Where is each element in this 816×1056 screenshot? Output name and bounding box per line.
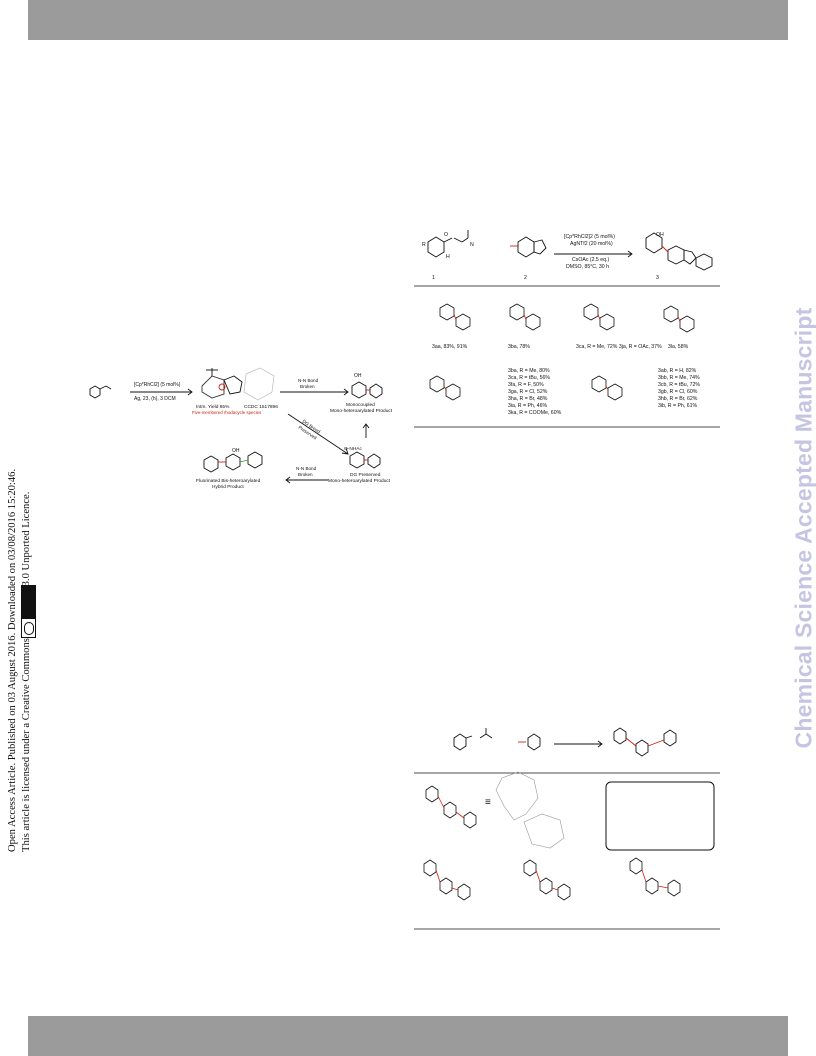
watermark-text: Chemical Science Accepted Manuscript — [790, 307, 816, 749]
oh-label-top: OH — [354, 373, 362, 379]
margin-note-line-1: Open Access Article. Published on 03 Aug… — [7, 468, 18, 852]
condition-catalyst: [Cp*RhCl2]2 (5 mol%) — [564, 234, 615, 240]
product-3-structure — [645, 232, 663, 254]
atom-label-oh: OH — [656, 232, 664, 238]
compound-number-3: 3 — [656, 275, 659, 281]
compound-number-2: 2 — [524, 275, 527, 281]
product-label-col4-4: 3gb, R = Cl, 60% — [658, 389, 698, 395]
reagents-top-text: [Cp*RhCl2] (5 mol%) — [134, 382, 181, 388]
crystal-structure-image — [243, 367, 275, 401]
product-label-3ba: 3ba, 78% — [508, 344, 530, 350]
bis-example-3 — [629, 857, 643, 875]
condition-base: CsOAc (2.5 eq.) — [572, 257, 609, 263]
bottom-footer-bar — [28, 1016, 788, 1056]
substrate-1-structure — [427, 236, 445, 258]
product-label-col4-2: 3bb, R = Me, 74% — [658, 375, 700, 381]
arrow-top-label-1: N-N Bond — [298, 378, 319, 383]
product-label-col2-1: 3ba, R = Me, 80% — [508, 368, 550, 374]
bis-example-structure — [425, 785, 439, 803]
monocoupled-product-structure — [351, 381, 367, 399]
product-label-3ca: 3ca, R = Me, 72% 3ja, R = OAc, 37% — [576, 344, 662, 350]
product-left-label-2: Hybrid Product — [212, 484, 244, 490]
condition-additive: AgNTf2 (20 mol%) — [570, 241, 613, 247]
accepted-manuscript-watermark: Chemical Science Accepted Manuscript — [790, 236, 816, 820]
atom-label-h: H — [446, 254, 450, 260]
substrate-2-structure — [517, 236, 535, 258]
product-top-label-2: Mono-heteroarylated Product — [330, 408, 393, 414]
product-label-col2-5: 3ha, R = Br, 48% — [508, 396, 548, 402]
product-label-col2-4: 3ga, R = Cl, 52% — [508, 389, 548, 395]
condition-solvent: DMSO, 85°C, 30 h — [566, 264, 609, 270]
product-label-col2-7: 3ka, R = COOMe, 60% — [508, 410, 562, 416]
bis-example-1 — [423, 859, 437, 877]
oh-label-left: OH — [232, 448, 240, 454]
product-mid-label-2: Mono-heteroarylated Product — [328, 478, 391, 484]
product-label-col2-3: 3fa, R = F, 50% — [508, 382, 544, 388]
product-label-col4-5: 3hb, R = Br, 62% — [658, 396, 698, 402]
arrow-top-label-2: Broken — [300, 384, 315, 389]
top-header-bar — [28, 0, 788, 40]
product-row2-3 — [591, 375, 607, 393]
equivalence-symbol: ≡ — [485, 797, 491, 808]
crystal-structure-bis — [495, 771, 539, 821]
bis-product-structure — [613, 727, 627, 745]
conditions-box — [605, 781, 715, 851]
ccdc-label: CCDC 1517896 — [244, 404, 278, 410]
product-label-col4-6: 3ib, R = Ph, 61% — [658, 403, 697, 409]
product-row1-3 — [583, 303, 599, 321]
arrow-diagonal — [287, 413, 349, 455]
product-label-col2-2: 3ca, R = tBu, 56% — [508, 375, 550, 381]
bis-heteroarylated-product-structure — [203, 455, 219, 473]
product-left-label-1: Fluorinated Bis-heteroarylated — [196, 478, 261, 484]
nhac-label: O-NHAc — [344, 446, 362, 452]
dg-preserved-product-structure — [349, 451, 365, 469]
product-top-label-1: Monocoupled — [346, 402, 375, 408]
scheme-left: [Cp*RhCl2] (5 mol%) Ag, 23, (h), 3 DCM I… — [89, 367, 393, 490]
product-row1-1 — [439, 303, 455, 321]
arrow-bottom-label-2: Broken — [298, 472, 313, 477]
product-label-col4-3: 3cb, R = tBu, 72% — [658, 382, 700, 388]
reagents-bottom-text: Ag, 23, (h), 3 DCM — [134, 396, 176, 402]
atom-label-n: N — [470, 242, 474, 248]
product-label-3aa: 3aa, 83%, 91% — [432, 344, 468, 350]
atom-label-o: O — [444, 232, 448, 238]
arrow-bottom-label-1: N-N Bond — [296, 466, 317, 471]
margin-note-line-2: This article is licensed under a Creativ… — [21, 491, 32, 852]
product-row1-2 — [509, 303, 525, 321]
bis-substrate-2 — [527, 733, 541, 751]
product-mid-label-1: DG Preserved — [350, 472, 381, 478]
bis-substrate-1 — [453, 733, 467, 751]
benzene-ring — [89, 385, 101, 399]
product-label-3la: 3la, 58% — [668, 344, 689, 350]
compound-number-1: 1 — [432, 275, 435, 281]
product-label-col4-1: 3ab, R = H, 82% — [658, 368, 697, 374]
product-label-col2-6: 3ia, R = Ph, 46% — [508, 403, 547, 409]
scheme-right-bis: ≡ — [414, 727, 720, 930]
intermediate-note: Five-membered rhodacycle species — [192, 410, 262, 415]
atom-label-r: R — [422, 242, 426, 248]
intermediate-caption: Intm. Yield 65% — [196, 404, 230, 410]
scheme-right-scope: [Cp*RhCl2]2 (5 mol%) AgNTf2 (20 mol%) Cs… — [414, 230, 720, 428]
cc-by-license-icon[interactable] — [21, 585, 36, 638]
product-row1-4 — [663, 305, 679, 323]
rhodacycle-structure — [201, 375, 225, 399]
product-row2-1 — [429, 375, 445, 393]
bis-example-2 — [523, 859, 537, 877]
